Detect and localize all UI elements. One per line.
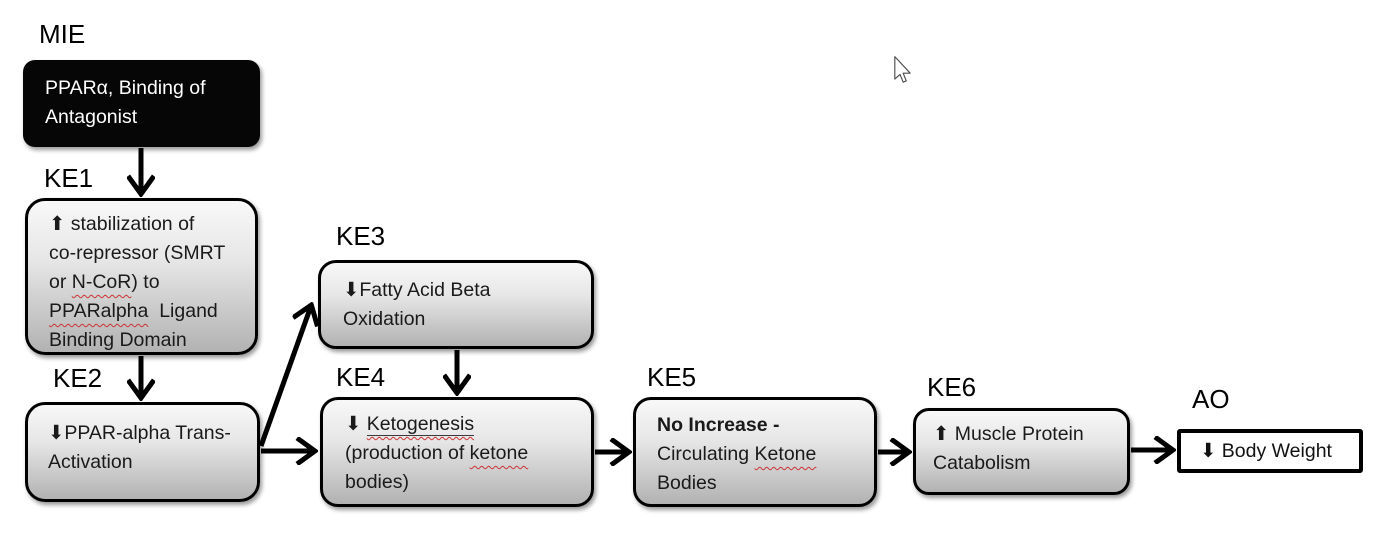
text-segment: Bodies xyxy=(657,472,717,494)
text-segment: ⬇PPAR-alpha Trans- xyxy=(48,422,231,444)
mouse-cursor-icon xyxy=(894,56,911,83)
text-segment: Oxidation xyxy=(343,308,426,330)
text-segment: ⬆ stabilization of xyxy=(49,213,195,235)
node-ke2-text: ⬇PPAR-alpha Trans- Activation xyxy=(28,405,257,477)
text-segment: Binding Domain xyxy=(49,329,187,351)
node-label-ke6: KE6 xyxy=(927,372,977,402)
node-mie: PPARα, Binding of Antagonist xyxy=(23,60,260,147)
text-segment: bodies) xyxy=(345,471,409,493)
node-label-ke1: KE1 xyxy=(44,163,94,193)
node-ke1: ⬆ stabilization of co-repressor (SMRT or N… xyxy=(25,198,258,355)
text-segment: ketone xyxy=(469,442,529,464)
node-label-ke2: KE2 xyxy=(53,363,103,393)
node-label-ke3: KE3 xyxy=(336,221,386,251)
text-segment: Catabolism xyxy=(933,452,1031,474)
text-segment: Ligand xyxy=(148,300,218,322)
text-segment: ⬆ Muscle Protein xyxy=(933,423,1084,445)
node-label-mie: MIE xyxy=(39,19,86,49)
text-segment: (production of xyxy=(345,442,470,464)
text-segment: Activation xyxy=(48,451,133,473)
node-mie-text: PPARα, Binding of Antagonist xyxy=(23,60,260,132)
node-label-ao: AO xyxy=(1192,384,1230,414)
text-segment: ⬇Fatty Acid Beta xyxy=(343,279,491,301)
text-segment: Ketone xyxy=(754,443,817,465)
node-label-ke4: KE4 xyxy=(336,362,386,392)
text-segment: PPARα, Binding of xyxy=(45,77,206,99)
text-segment: ) to xyxy=(131,271,160,293)
node-ke2: ⬇PPAR-alpha Trans- Activation xyxy=(25,402,260,502)
node-ke4: ⬇ Ketogenesis (production of ketone bodies… xyxy=(320,397,594,507)
node-ao: ⬇ Body Weight xyxy=(1177,429,1363,473)
node-label-ke5: KE5 xyxy=(647,362,697,392)
text-segment: N-CoR xyxy=(71,271,132,293)
text-segment: ⬇ xyxy=(345,413,367,435)
text-segment: No Increase - xyxy=(657,414,780,436)
node-ke1-text: ⬆ stabilization of co-repressor (SMRT or N… xyxy=(28,201,255,355)
node-ke4-text: ⬇ Ketogenesis (production of ketone bodies… xyxy=(323,400,591,497)
arrow-ke2-ke3 xyxy=(258,306,311,447)
text-segment: Ketogenesis xyxy=(366,413,475,436)
text-segment: Antagonist xyxy=(45,106,138,128)
text-segment: co-repressor (SMRT xyxy=(49,242,226,264)
node-ao-text: ⬇ Body Weight xyxy=(1181,437,1332,466)
text-segment: Circulating xyxy=(657,443,755,465)
text-segment: or xyxy=(49,271,72,293)
text-segment: ⬇ Body Weight xyxy=(1200,439,1332,462)
text-segment: PPARalpha xyxy=(49,300,149,322)
